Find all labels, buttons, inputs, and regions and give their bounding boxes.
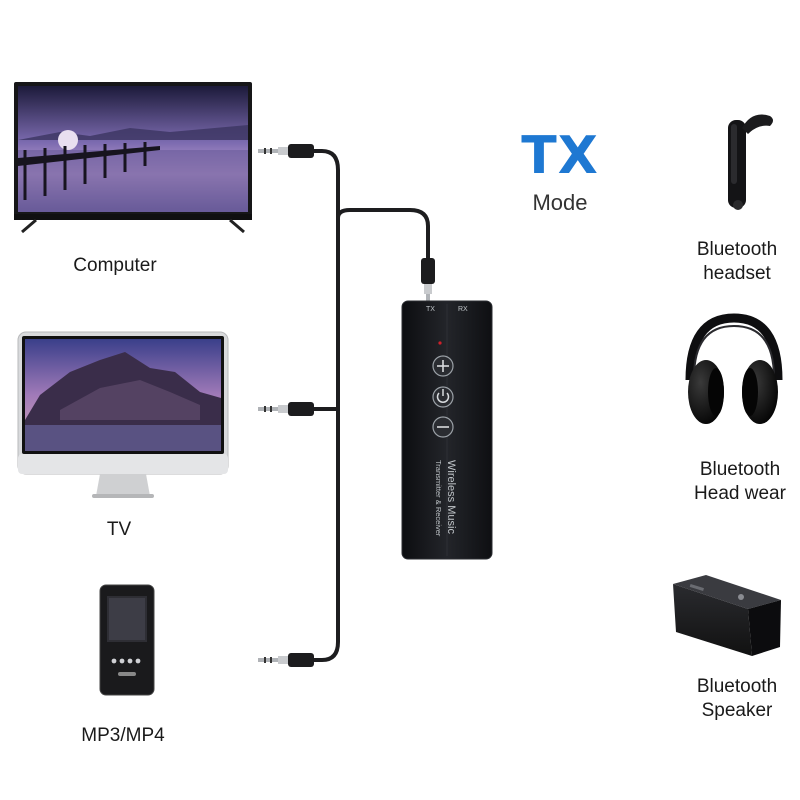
plus-icon[interactable] [432,355,454,377]
bluetooth-transmitter-device: TX RX Wireless Music Transmitter & Recei… [401,300,493,560]
speaker-label-line2: Speaker [701,700,773,721]
tv-label: TV [106,519,132,540]
mp3-label: MP3/MP4 [81,725,165,746]
computer-label: Computer [73,255,157,276]
rx-port-label: RX [458,306,468,313]
mode-subtitle: Mode [532,190,588,215]
status-led [438,341,442,345]
audio-cables [310,149,430,662]
audio-plug-mp3 [258,653,314,667]
device-brand-subtitle: Transmitter & Receiver [434,460,443,537]
tx-port-label: TX [426,306,435,313]
mp3-player-image [99,584,155,696]
computer-image [14,82,252,234]
headset-label: Bluetooth headset [677,238,797,286]
tv-image [17,331,229,498]
mode-title: TX [521,126,599,186]
bluetooth-speaker-image [673,575,781,656]
headset-label-line1: Bluetooth [696,239,778,260]
headwear-label: Bluetooth Head wear [677,458,800,506]
audio-plug-tv [258,402,314,416]
minus-icon[interactable] [432,416,454,438]
audio-plug-device [421,258,435,302]
bluetooth-headset-image [728,114,773,210]
headset-label-line2: headset [703,263,771,284]
headwear-label-line1: Bluetooth [699,459,781,480]
speaker-label: Bluetooth Speaker [677,675,797,723]
power-icon[interactable] [432,386,454,408]
speaker-label-line1: Bluetooth [696,676,778,697]
device-brand-title: Wireless Music [445,460,457,534]
audio-plug-computer [258,144,314,158]
headwear-label-line2: Head wear [694,483,786,504]
bluetooth-headphones-image [685,313,783,424]
